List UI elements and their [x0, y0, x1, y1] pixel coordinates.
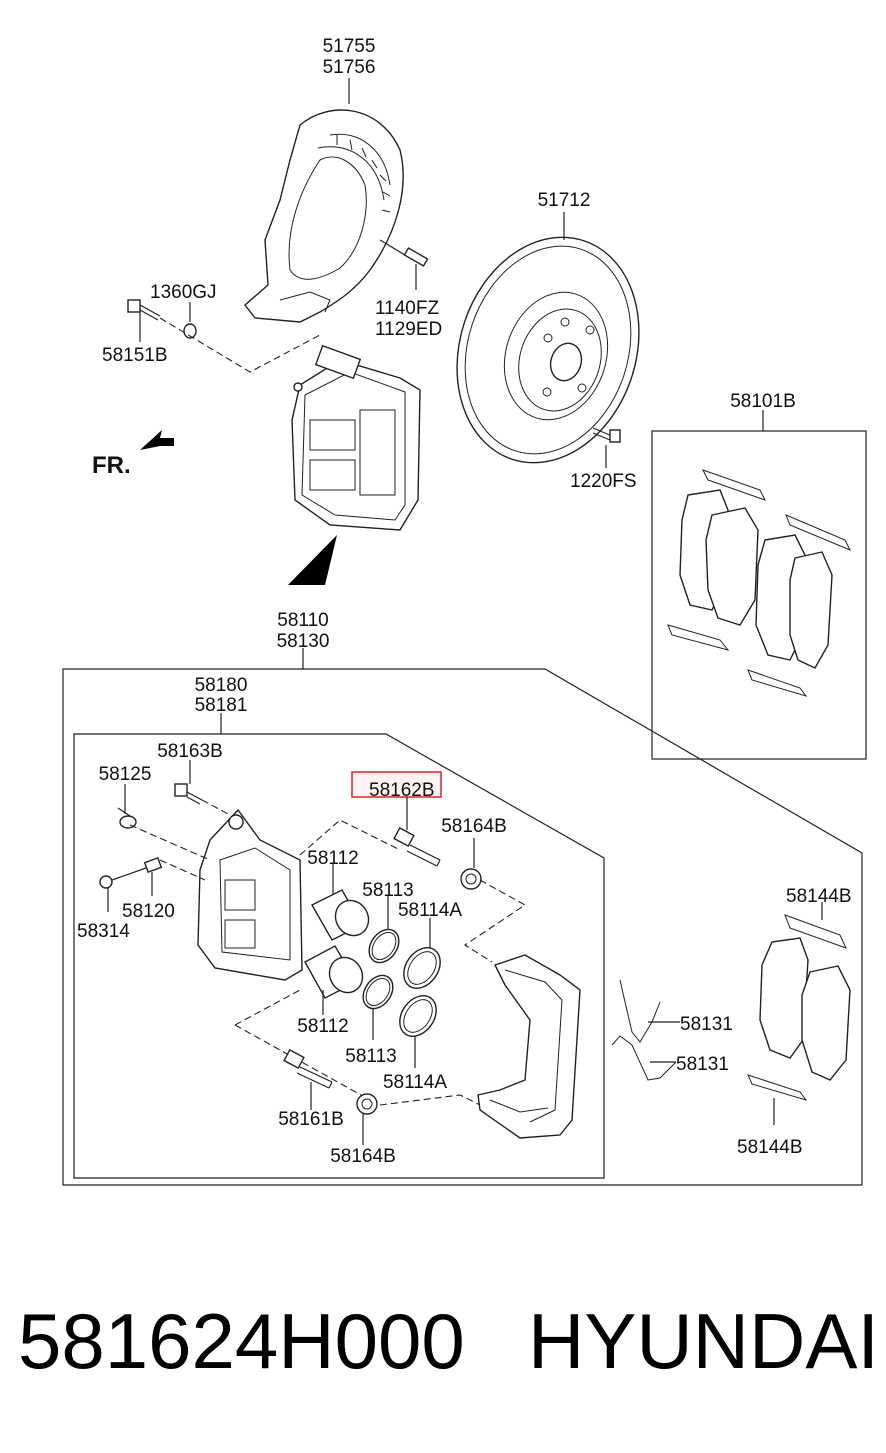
pad-kit-drawing — [667, 469, 852, 697]
cap-58125-drawing — [117, 784, 137, 829]
label-boot-ring-top: 58114A — [398, 900, 462, 921]
bolt-58163-drawing — [174, 760, 203, 805]
pad-kit-box — [651, 430, 867, 760]
label-seal-top: 58113 — [362, 880, 413, 901]
label-piston-top: 58112 — [307, 848, 358, 869]
dash-lower-left — [234, 989, 301, 1026]
bracket-drawing — [477, 954, 581, 1139]
dash-boot-bracket — [463, 879, 527, 963]
label-piston-bottom: 58112 — [297, 1016, 348, 1037]
boot-ring-top-drawing — [403, 918, 441, 989]
label-cap-58314: 58314 — [77, 921, 130, 942]
caliper-housing-drawing — [197, 808, 303, 981]
piston-bottom-drawing — [304, 945, 364, 1015]
label-spring-2: 58131 — [676, 1054, 729, 1075]
seal-top-drawing — [368, 896, 400, 964]
dash-lower-bracket — [379, 1094, 481, 1106]
caliper-body-box — [73, 733, 605, 1179]
label-bolt-58163: 58163B — [157, 741, 223, 762]
label-caliper-b: 58130 — [277, 631, 330, 652]
caliper-assembly-box — [62, 668, 863, 1186]
footer-brand: HYUNDAI — [528, 1297, 879, 1385]
label-caliper-a: 58110 — [277, 610, 328, 631]
dash-lower-pin — [234, 1024, 371, 1101]
label-pad-kit: 58101B — [730, 391, 796, 412]
label-pin-highlight: 58162B — [369, 780, 435, 801]
dash-bolt-top — [201, 799, 231, 816]
bolt-58151-drawing — [127, 299, 321, 373]
label-spring-1: 58131 — [680, 1014, 733, 1035]
footer-part-number: 581624H000 — [18, 1297, 465, 1385]
caliper-upper-drawing — [291, 344, 421, 531]
label-screw-1220: 1220FS — [570, 471, 637, 492]
bleeder-drawing — [99, 857, 206, 912]
label-shield-b: 51756 — [323, 57, 376, 78]
dash-pin-top — [299, 819, 401, 856]
bolt-1140-drawing — [379, 239, 429, 290]
label-bolt-1360: 1360GJ — [150, 282, 217, 303]
label-shim-top: 58144B — [786, 886, 852, 907]
label-bolt-1129: 1129ED — [375, 319, 442, 340]
label-boot-bottom: 58164B — [330, 1146, 396, 1167]
seal-bottom-drawing — [362, 974, 394, 1040]
label-fr: FR. — [92, 452, 131, 479]
label-shim-bottom: 58144B — [737, 1137, 803, 1158]
direction-arrow-icon — [288, 535, 337, 585]
piston-top-drawing — [311, 864, 370, 941]
label-boot-top: 58164B — [441, 816, 507, 837]
label-bolt-58151: 58151B — [102, 345, 168, 366]
label-disc: 51712 — [538, 190, 591, 211]
boot-ring-bottom-drawing — [399, 995, 437, 1068]
label-cap-58125: 58125 — [99, 764, 152, 785]
brake-disc-drawing — [456, 236, 640, 464]
spring-drawing — [611, 979, 680, 1081]
label-bleeder: 58120 — [122, 901, 175, 922]
label-seal-bottom: 58113 — [345, 1046, 396, 1067]
pads-right-drawing — [747, 902, 851, 1125]
label-body-a: 58180 — [195, 675, 248, 696]
guide-pin-top-drawing — [393, 826, 441, 867]
dash-cap — [129, 824, 211, 861]
front-arrow-icon — [140, 430, 174, 450]
label-bolt-1140: 1140FZ — [375, 298, 439, 319]
dust-shield-drawing — [244, 109, 404, 323]
label-shield-a: 51755 — [323, 36, 376, 57]
pin-58161-drawing — [283, 1048, 333, 1110]
screw-1220-drawing — [592, 427, 621, 468]
boot-top-drawing — [460, 838, 482, 890]
highlight-box — [351, 771, 442, 798]
label-body-b: 58181 — [195, 695, 248, 716]
label-boot-ring-bottom: 58114A — [383, 1072, 447, 1093]
boot-bottom-drawing — [356, 1093, 378, 1145]
label-pin-58161: 58161B — [278, 1109, 344, 1130]
